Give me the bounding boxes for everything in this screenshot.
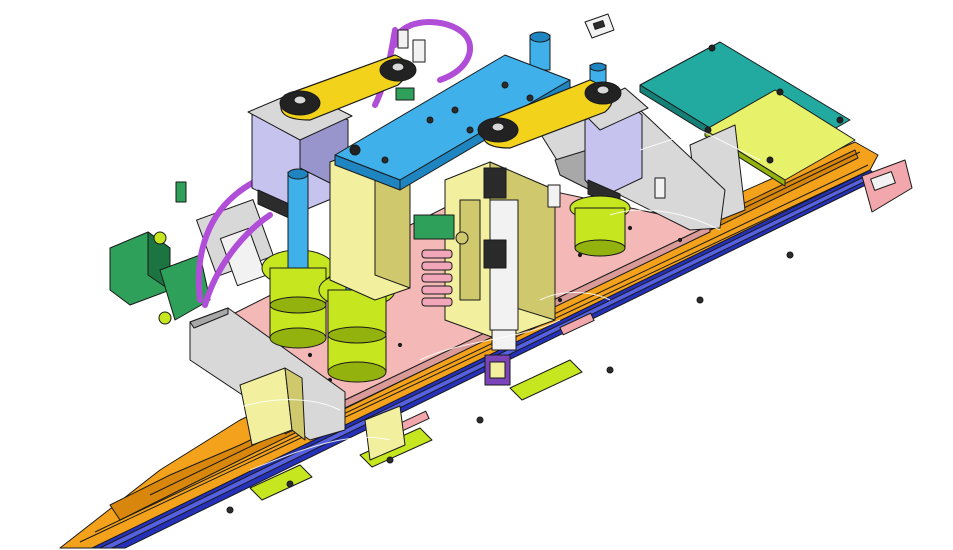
purple-block	[484, 354, 511, 386]
pulley-hub	[491, 122, 505, 132]
spring-coil	[421, 261, 453, 271]
valve-port	[158, 311, 172, 325]
base-plate-holes	[277, 225, 683, 383]
pneumatic-cylinder	[455, 167, 519, 351]
rail-edge-line	[94, 164, 869, 533]
compression-spring	[413, 214, 455, 307]
slider-right	[569, 195, 631, 257]
controller-pcb	[639, 41, 856, 229]
rail-bolt	[476, 416, 484, 424]
bracket-shadow	[189, 307, 229, 329]
fitting	[397, 29, 409, 49]
pulleys	[279, 58, 622, 143]
connector-pin	[592, 20, 606, 30]
pcb-standoff	[708, 44, 716, 52]
slider-bottom	[327, 361, 387, 383]
rail-edge-line	[79, 171, 867, 543]
tube	[202, 212, 273, 308]
pulley-hub	[391, 62, 405, 72]
rail-slot	[559, 312, 595, 336]
spring-coil	[421, 273, 453, 283]
hidden-edge	[419, 319, 561, 361]
guide-block	[284, 367, 306, 441]
post-rear-cap	[529, 31, 551, 43]
end-cap-label	[870, 171, 896, 191]
plate-hole	[466, 126, 474, 134]
ball-screw-sliders	[261, 195, 631, 383]
pulley-hub	[293, 95, 307, 105]
slider-bottom	[574, 239, 626, 257]
slider-band	[269, 296, 327, 314]
plate-hole	[381, 156, 389, 164]
purple-block-inner	[489, 361, 506, 379]
rail-bolt	[786, 251, 794, 259]
small-fittings	[395, 29, 666, 208]
fitting	[547, 184, 561, 208]
plate-hole	[557, 297, 563, 303]
slider-band	[327, 326, 387, 344]
cylinder-clamp	[483, 167, 507, 199]
column-slot	[459, 199, 481, 301]
hidden-edges	[199, 129, 761, 471]
pulley-left-motor	[279, 90, 321, 116]
pcb-standoff	[776, 88, 784, 96]
plate-hole	[426, 116, 434, 124]
rail-bolt	[286, 480, 294, 488]
spring-guide	[413, 214, 455, 240]
spring-coil	[421, 297, 453, 307]
tube	[392, 19, 474, 83]
plate-hole	[501, 81, 509, 89]
rail-bolt	[386, 456, 394, 464]
plate-hole	[397, 342, 403, 348]
post-left-cap	[287, 168, 309, 180]
pulley-right-motor	[584, 81, 622, 105]
pulley-hub	[596, 85, 610, 95]
hidden-edge	[539, 292, 611, 301]
plate-hole	[307, 352, 313, 358]
rail-bolts	[226, 251, 794, 514]
pulley-right-driven	[477, 117, 519, 143]
plate-hole	[577, 252, 583, 258]
fitting	[412, 39, 426, 63]
valve-fitting	[219, 227, 267, 287]
fitting	[395, 87, 415, 101]
fitting	[654, 177, 666, 199]
rail-carriage	[509, 359, 583, 401]
hidden-edge	[199, 399, 341, 431]
post-rear2-cap	[589, 62, 607, 72]
cylinder-bottom	[491, 329, 517, 351]
slider-bottom	[269, 327, 327, 349]
cylinder-fitting	[455, 231, 469, 245]
spring-coil	[421, 285, 453, 295]
rail-bolt	[226, 506, 234, 514]
valve-port	[153, 231, 167, 245]
spring-coil	[421, 249, 453, 259]
pcb-standoff	[704, 126, 712, 134]
guide-block	[364, 405, 406, 461]
pcb-standoffs	[704, 44, 844, 164]
pulley-left-driven	[379, 58, 417, 82]
post-left	[287, 171, 309, 269]
rail-carriage	[249, 464, 313, 501]
top-plate-holes	[381, 81, 534, 164]
pcb-standoff	[766, 156, 774, 164]
fitting-green	[175, 181, 187, 203]
solenoid-valve	[109, 181, 274, 325]
plate-hole	[627, 225, 633, 231]
plate-hole	[526, 94, 534, 102]
plate-hole	[451, 106, 459, 114]
hidden-edge	[609, 209, 721, 231]
rail-bolt	[606, 366, 614, 374]
hidden-edge	[639, 129, 761, 161]
hidden-edge	[249, 436, 391, 471]
cable-end-connector	[584, 13, 615, 39]
cylinder-clamp	[483, 239, 507, 269]
plate-hole	[677, 237, 683, 243]
lower-guide-blocks	[239, 354, 511, 461]
pcb-standoff	[836, 116, 844, 124]
top-plate-bolt	[349, 144, 361, 156]
rail-bolt	[696, 296, 704, 304]
